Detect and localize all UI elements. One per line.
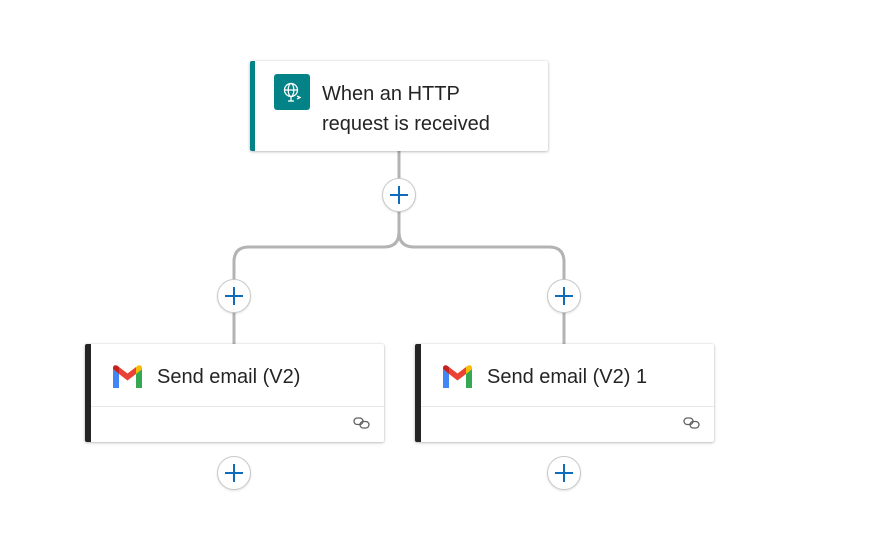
- http-request-icon: [274, 74, 310, 110]
- plus-icon: [225, 287, 243, 305]
- trigger-title: When an HTTP request is received: [322, 83, 490, 135]
- action-card-send-email[interactable]: Send email (V2): [85, 344, 384, 442]
- add-step-button-after-send-email-1[interactable]: [547, 456, 581, 490]
- add-step-button-after-send-email[interactable]: [217, 456, 251, 490]
- link-icon: [683, 417, 700, 429]
- trigger-card-http-request[interactable]: When an HTTP request is received: [250, 61, 548, 151]
- gmail-icon: [113, 365, 142, 388]
- plus-icon: [555, 287, 573, 305]
- plus-icon: [555, 464, 573, 482]
- plus-icon: [225, 464, 243, 482]
- action-title: Send email (V2) 1: [487, 366, 648, 388]
- add-step-button[interactable]: [382, 178, 416, 212]
- plus-icon: [390, 186, 408, 204]
- card-divider: [91, 406, 384, 407]
- action-card-send-email-1[interactable]: Send email (V2) 1: [415, 344, 714, 442]
- gmail-icon: [443, 365, 472, 388]
- action-title: Send email (V2): [157, 366, 301, 388]
- link-icon: [353, 417, 370, 429]
- add-step-button-right-branch[interactable]: [547, 279, 581, 313]
- add-step-button-left-branch[interactable]: [217, 279, 251, 313]
- card-divider: [421, 406, 714, 407]
